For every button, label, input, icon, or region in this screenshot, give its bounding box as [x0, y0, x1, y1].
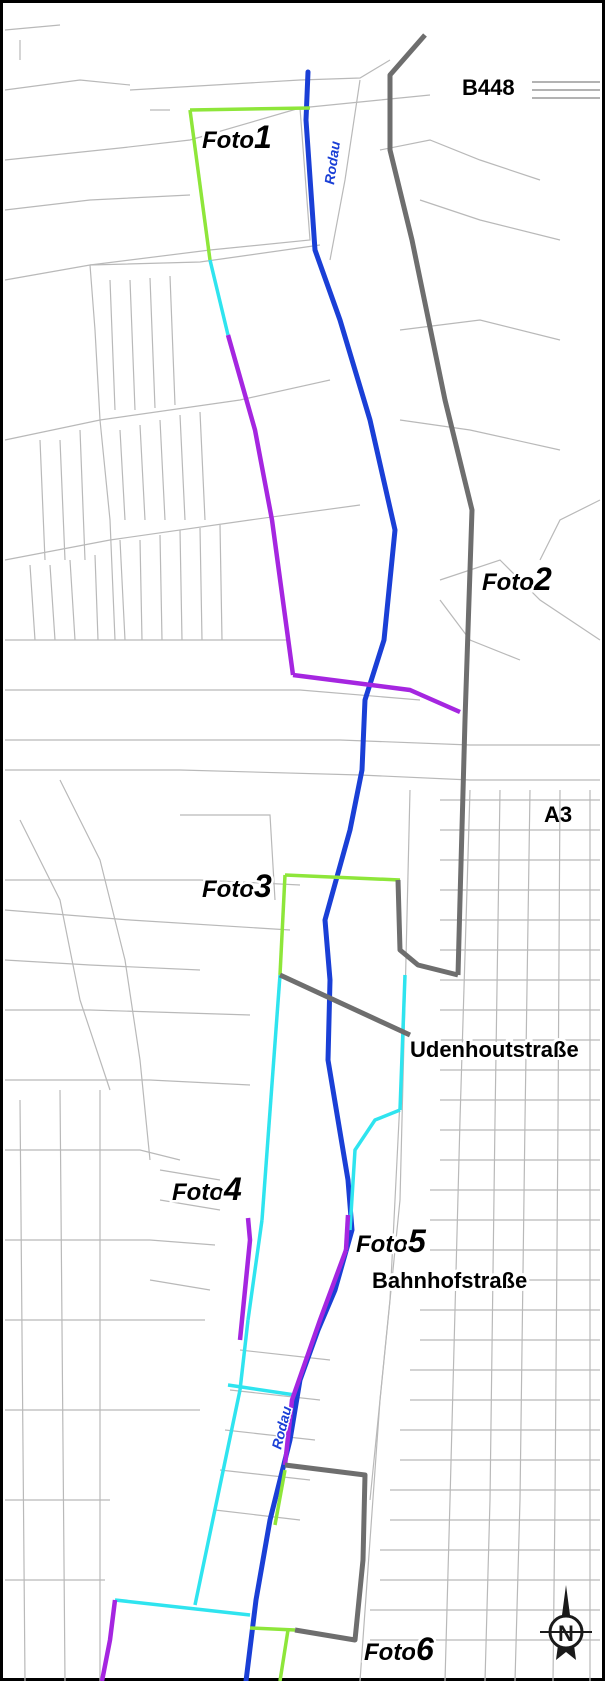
road-label-udenhoutstrasse: Udenhoutstraße	[410, 1037, 579, 1062]
svg-text:Foto1: Foto1	[202, 119, 272, 155]
route-gray	[278, 33, 475, 1643]
photo-label-3: Foto3	[200, 866, 275, 907]
road-label-bahnhofstrasse: Bahnhofstraße	[372, 1268, 527, 1293]
river-rodau	[243, 69, 398, 1681]
b448-lines	[532, 81, 600, 99]
route-magenta	[99, 334, 461, 1681]
svg-text:Foto3: Foto3	[202, 868, 272, 904]
photo-label-4: Foto4	[170, 1169, 245, 1210]
svg-text:Foto5: Foto5	[356, 1223, 427, 1259]
svg-text:Foto4: Foto4	[172, 1171, 242, 1207]
photo-label-1: Foto1	[200, 117, 275, 158]
svg-text:Foto6: Foto6	[364, 1631, 434, 1667]
north-arrow-icon: N	[540, 1585, 592, 1660]
route-green	[188, 106, 401, 1681]
route-cyan	[114, 259, 407, 1617]
photo-label-5: Foto5	[354, 1221, 430, 1262]
road-label-a3: A3	[544, 802, 572, 827]
svg-text:Foto2: Foto2	[482, 561, 552, 597]
road-label-b448: B448	[462, 75, 515, 100]
photo-label-6: Foto6	[362, 1629, 437, 1670]
north-arrow-letter: N	[558, 1621, 574, 1646]
base-map-lines	[4, 24, 601, 1681]
photo-label-2: Foto2	[480, 559, 555, 600]
